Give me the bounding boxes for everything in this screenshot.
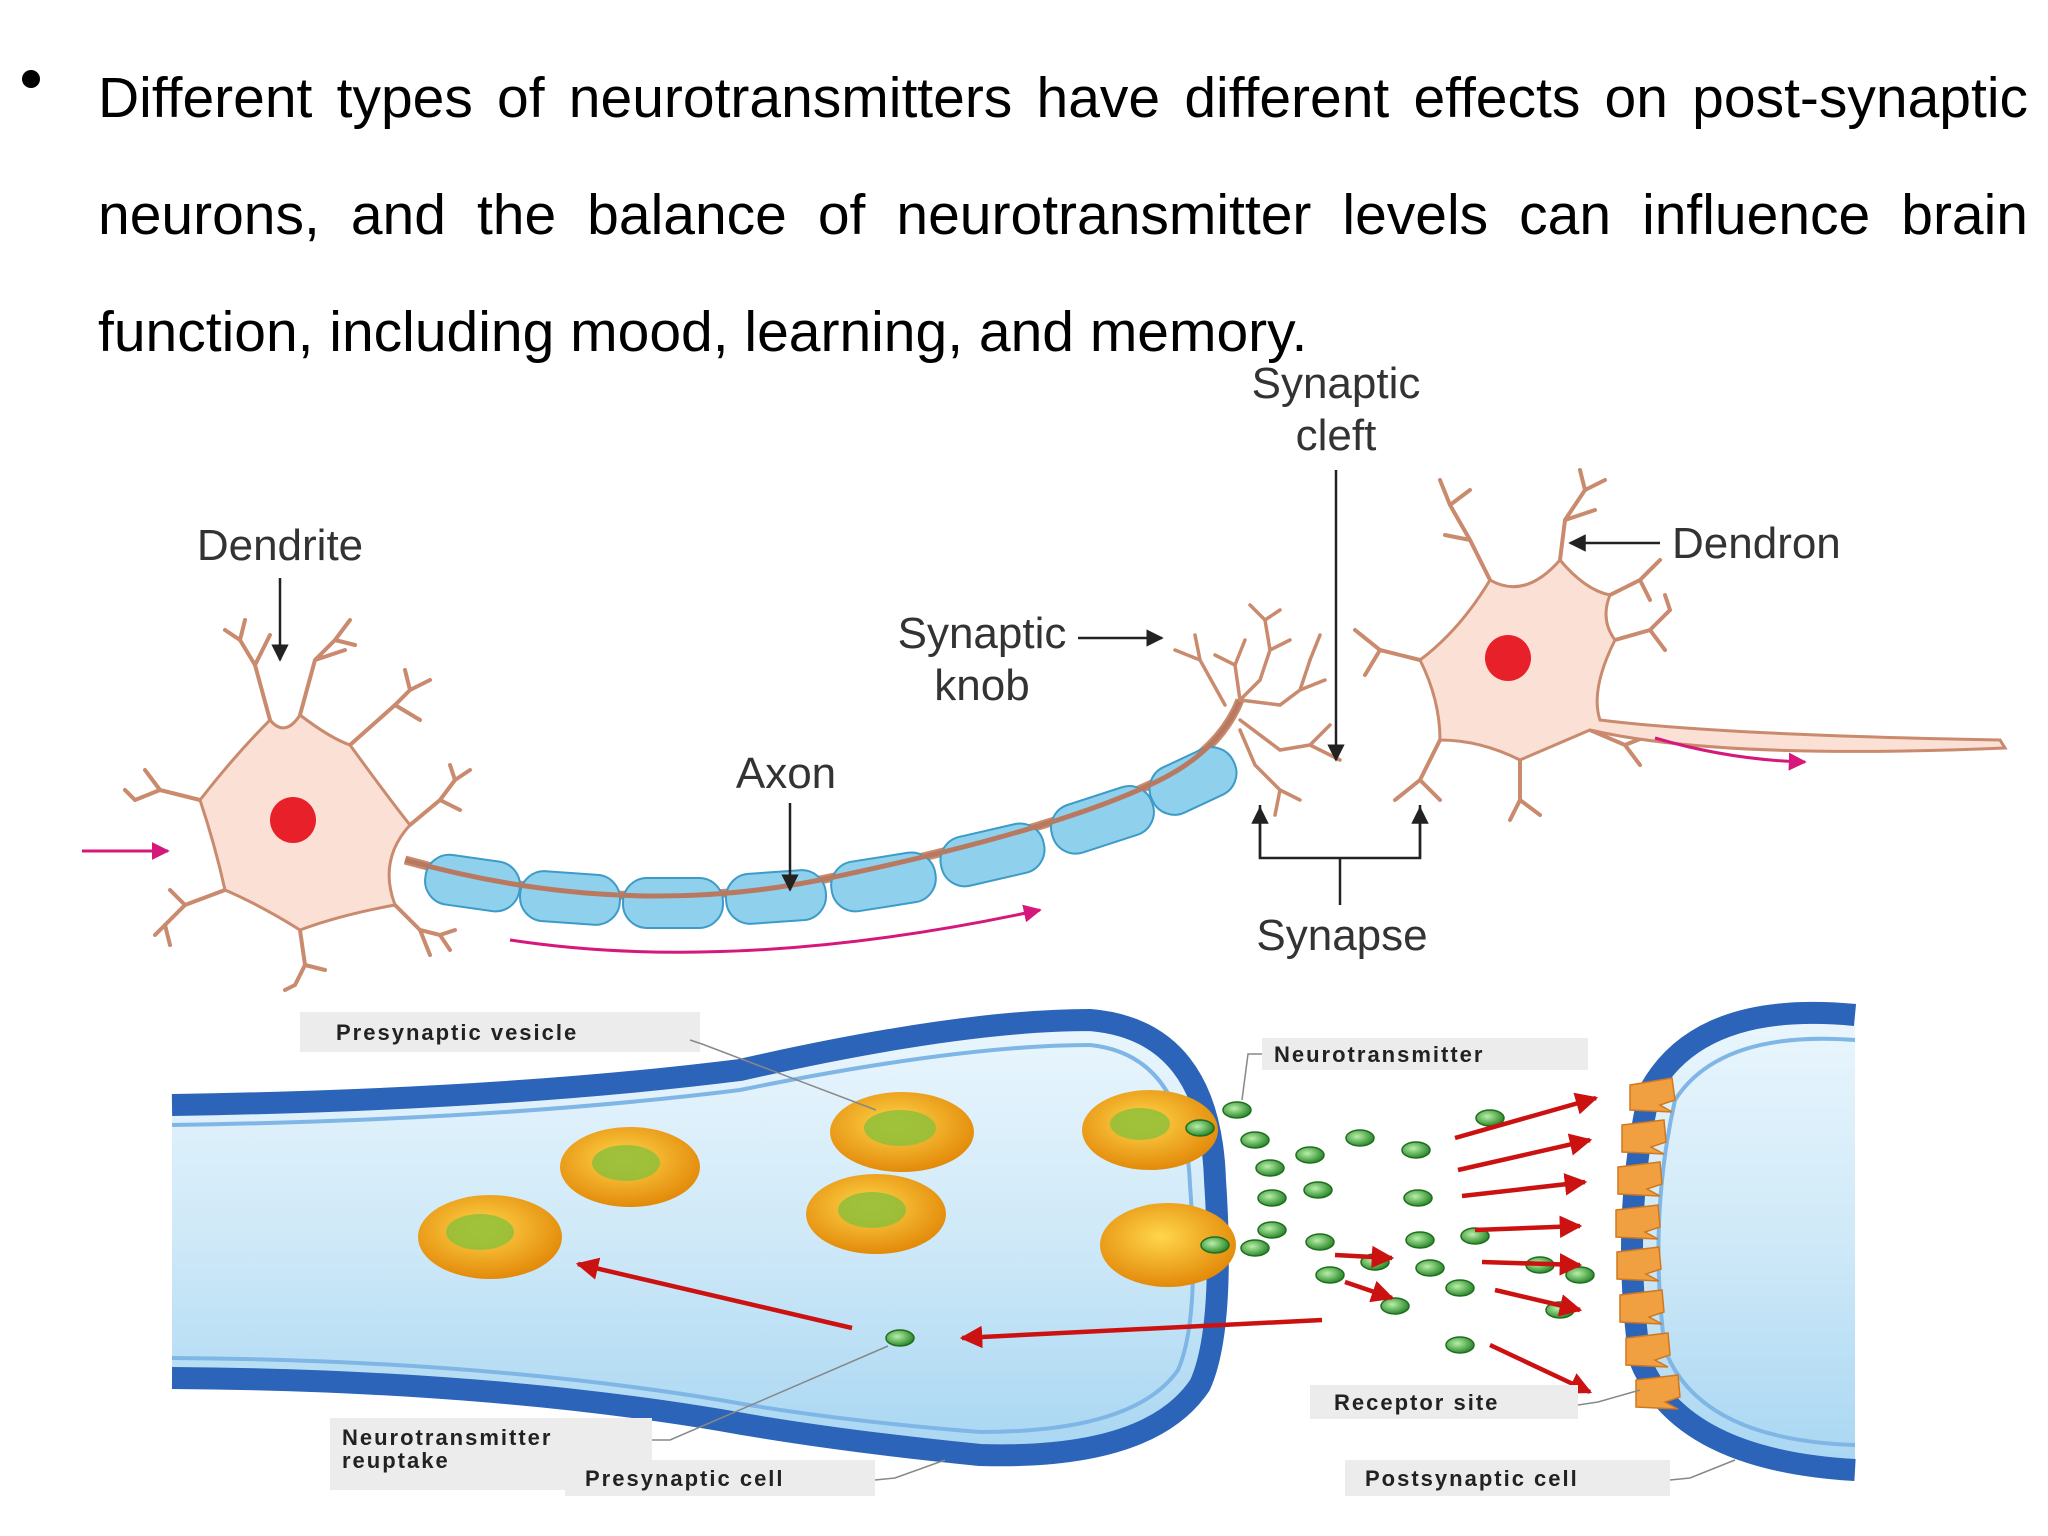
postsynaptic-cell-label: Postsynaptic cell	[1365, 1466, 1579, 1491]
neurotransmitter-molecule	[1200, 1236, 1230, 1254]
presynaptic-vesicle-pointer	[689, 1039, 877, 1111]
neurotransmitter-molecule	[1240, 1131, 1270, 1149]
receptor-sites	[1615, 1077, 1681, 1410]
presynaptic-vesicle-label: Presynaptic vesicle	[336, 1020, 578, 1045]
neurotransmitter-molecule	[1305, 1233, 1335, 1251]
neurotransmitter-molecule	[1405, 1231, 1435, 1249]
neurotransmitter-molecule	[1185, 1119, 1215, 1137]
bullet-dot	[22, 70, 40, 88]
axon-impulse-arrow	[509, 904, 1042, 954]
vesicle-docked	[1100, 1203, 1236, 1287]
bullet-text: Different types of neurotransmitters hav…	[98, 66, 2028, 364]
release-arrow	[1454, 1092, 1599, 1141]
neurotransmitter-molecule	[1565, 1266, 1595, 1284]
neurotransmitter-molecule	[1257, 1221, 1287, 1239]
neurotransmitter-molecule	[1222, 1101, 1252, 1119]
left-nucleus	[270, 797, 316, 843]
right-cell-body	[1418, 557, 2008, 762]
reuptake-pointer	[652, 1345, 889, 1441]
presynaptic-cell-pointer	[874, 1459, 946, 1481]
release-arrow	[1481, 1253, 1583, 1276]
release-arrow	[1489, 1342, 1593, 1395]
neurotransmitter-pointer	[1241, 1053, 1262, 1101]
neurotransmitter-molecule	[1315, 1266, 1345, 1284]
reuptake-label-line2: reuptake	[342, 1448, 450, 1473]
release-arrow	[1474, 1215, 1583, 1239]
right-nucleus	[1485, 635, 1531, 681]
neurotransmitter-label-bg	[1262, 1038, 1588, 1070]
left-dendrites	[123, 618, 472, 992]
neuron-diagram: Dendrite Axon Synaptic knob Synaptic cle…	[82, 359, 2008, 992]
neurotransmitter-molecule	[1345, 1129, 1375, 1147]
neurotransmitter-molecule	[1380, 1297, 1410, 1315]
postsynaptic-cell-pointer	[1669, 1459, 1736, 1481]
neurotransmitter-molecule	[1445, 1336, 1475, 1354]
reuptake-arrow	[959, 1317, 1323, 1349]
dendron-label: Dendron	[1672, 519, 1841, 568]
neurotransmitter-molecule	[885, 1329, 915, 1347]
release-arrow	[1334, 1245, 1395, 1269]
neurotransmitter-molecule	[1257, 1189, 1287, 1207]
neurotransmitters	[885, 1101, 1595, 1354]
vesicles	[418, 1090, 1236, 1287]
dendrite-label: Dendrite	[197, 521, 363, 570]
synaptic-cleft-label-line2: cleft	[1296, 411, 1377, 460]
release-arrow	[1494, 1287, 1583, 1317]
synapse-label: Synapse	[1256, 911, 1427, 960]
reuptake-label-line1: Neurotransmitter	[342, 1425, 552, 1450]
neurotransmitter-molecule	[1401, 1141, 1431, 1159]
reuptake-arrow	[575, 1257, 853, 1331]
axon-label: Axon	[736, 749, 836, 798]
postsynaptic-cell	[1632, 1012, 1855, 1470]
neurotransmitter-molecule	[1415, 1259, 1445, 1277]
presynaptic-cell-label: Presynaptic cell	[585, 1466, 785, 1491]
postsynaptic-cell-label-bg	[1345, 1460, 1670, 1496]
neuron-pointers	[271, 470, 1660, 905]
neurotransmitter-molecule	[1240, 1239, 1270, 1257]
receptor-site-label: Receptor site	[1334, 1390, 1499, 1415]
neurotransmitter-label: Neurotransmitter	[1274, 1042, 1484, 1067]
neurotransmitter-molecule	[1295, 1146, 1325, 1164]
synaptic-cleft-label-line1: Synaptic	[1252, 359, 1421, 408]
presynaptic-vesicle-label-bg	[300, 1012, 700, 1052]
release-arrow	[1344, 1279, 1395, 1303]
synapse-diagram: Presynaptic vesicle Neurotransmitter Rec…	[171, 1001, 1857, 1496]
synapse-bracket	[1258, 805, 1422, 860]
synaptic-knob-branches	[1173, 603, 1342, 817]
receptor-site-label-bg	[1310, 1385, 1578, 1419]
impulse-arrows	[82, 736, 1807, 954]
synaptic-knob-label-line2: knob	[934, 661, 1029, 710]
flow-arrows	[575, 1092, 1599, 1395]
neurotransmitter-molecule	[1445, 1279, 1475, 1297]
outgoing-impulse-arrow	[1654, 736, 1807, 771]
release-arrow	[1461, 1173, 1588, 1199]
release-arrow	[1457, 1133, 1593, 1173]
presynaptic-cell-label-bg	[565, 1460, 875, 1496]
receptor-site-pointer	[1577, 1389, 1641, 1406]
neurotransmitter-molecule	[1255, 1159, 1285, 1177]
neurotransmitter-molecule	[1303, 1181, 1333, 1199]
synaptic-knob-label-line1: Synaptic	[898, 609, 1067, 658]
neurotransmitter-molecule	[1403, 1189, 1433, 1207]
